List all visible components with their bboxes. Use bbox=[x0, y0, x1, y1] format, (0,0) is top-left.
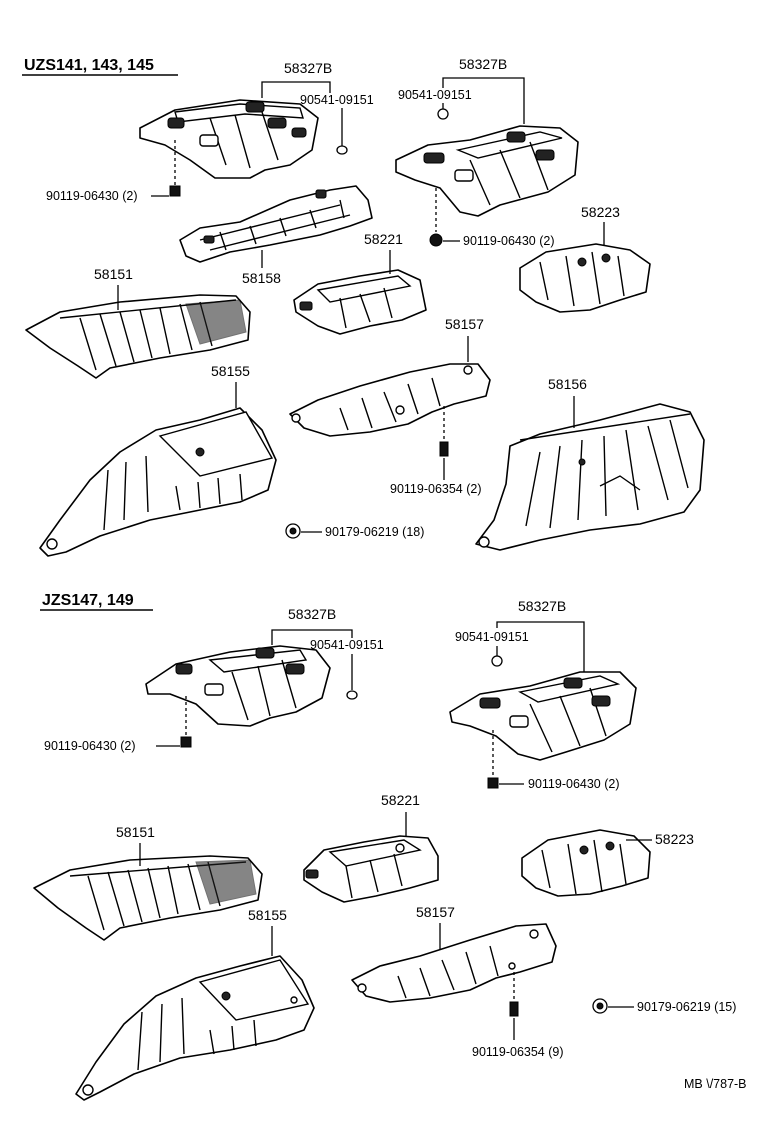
label-58221: 58221 bbox=[381, 792, 420, 808]
part-58327b-left[interactable] bbox=[139, 99, 319, 179]
leader-58327b-left bbox=[271, 629, 353, 645]
part-58327b-left[interactable] bbox=[145, 645, 331, 727]
label-washer-left: 90541-09151 bbox=[300, 93, 374, 107]
washer-icon[interactable] bbox=[346, 690, 358, 700]
part-58158[interactable] bbox=[179, 185, 373, 263]
part-58157[interactable] bbox=[289, 363, 491, 437]
washer-icon[interactable] bbox=[437, 108, 449, 120]
label-58155: 58155 bbox=[248, 907, 287, 923]
bolt-icon[interactable] bbox=[439, 441, 449, 457]
part-58327b-right[interactable] bbox=[395, 125, 579, 217]
label-58156: 58156 bbox=[548, 376, 587, 392]
section-heading-uzs: UZS141, 143, 145 bbox=[24, 57, 154, 74]
washer-icon[interactable] bbox=[491, 655, 503, 667]
label-bolt-left: 90119-06430 (2) bbox=[44, 739, 136, 753]
label-58327b-left: 58327B bbox=[288, 606, 336, 622]
label-nut: 90179-06219 (15) bbox=[637, 1000, 736, 1014]
part-58151[interactable] bbox=[25, 294, 251, 379]
label-bolt-right: 90119-06430 (2) bbox=[528, 777, 620, 791]
part-58223[interactable] bbox=[519, 243, 651, 313]
section-uzs: UZS141, 143, 145 58327B 90541-09151 9011… bbox=[22, 56, 705, 557]
label-58151: 58151 bbox=[116, 824, 155, 840]
leader-58327b-right bbox=[496, 621, 585, 672]
bolt-icon[interactable] bbox=[169, 185, 181, 197]
label-58327b-right: 58327B bbox=[518, 598, 566, 614]
nut-icon[interactable] bbox=[592, 998, 608, 1014]
label-58223: 58223 bbox=[581, 204, 620, 220]
nut-icon[interactable] bbox=[285, 523, 301, 539]
washer-icon[interactable] bbox=[336, 145, 348, 155]
label-washer-left: 90541-09151 bbox=[310, 638, 384, 652]
bolt-icon[interactable] bbox=[429, 233, 443, 247]
part-58155[interactable] bbox=[75, 955, 315, 1101]
label-washer-right: 90541-09151 bbox=[398, 88, 472, 102]
label-58157: 58157 bbox=[416, 904, 455, 920]
label-58221: 58221 bbox=[364, 231, 403, 247]
label-58327b-right: 58327B bbox=[459, 56, 507, 72]
label-bolt-left: 90119-06430 (2) bbox=[46, 189, 138, 203]
part-58157[interactable] bbox=[351, 923, 557, 1003]
section-jzs: JZS147, 149 58327B 90541-09151 90119-064… bbox=[33, 592, 736, 1101]
section-heading-jzs: JZS147, 149 bbox=[42, 592, 134, 609]
label-bolt-58157: 90119-06354 (2) bbox=[390, 482, 482, 496]
bolt-icon[interactable] bbox=[509, 1001, 519, 1017]
label-58158: 58158 bbox=[242, 270, 281, 286]
label-washer-right: 90541-09151 bbox=[455, 630, 529, 644]
label-58155: 58155 bbox=[211, 363, 250, 379]
part-58151[interactable] bbox=[33, 855, 263, 941]
label-58151: 58151 bbox=[94, 266, 133, 282]
footer-code: MB \/787-B bbox=[684, 1077, 747, 1091]
bolt-icon[interactable] bbox=[487, 777, 499, 789]
label-58223: 58223 bbox=[655, 831, 694, 847]
label-bolt-58157: 90119-06354 (9) bbox=[472, 1045, 564, 1059]
leader-58327b-left bbox=[261, 81, 331, 98]
bolt-icon[interactable] bbox=[180, 736, 192, 748]
label-bolt-right: 90119-06430 (2) bbox=[463, 234, 555, 248]
part-58223[interactable] bbox=[521, 829, 651, 897]
part-58327b-right[interactable] bbox=[449, 671, 637, 761]
part-58155[interactable] bbox=[39, 407, 277, 557]
leader-58327b-right bbox=[442, 77, 525, 124]
label-58157: 58157 bbox=[445, 316, 484, 332]
part-58221[interactable] bbox=[303, 835, 439, 903]
part-58221[interactable] bbox=[293, 269, 427, 335]
label-58327b-left: 58327B bbox=[284, 60, 332, 76]
label-nut: 90179-06219 (18) bbox=[325, 525, 424, 539]
part-58156[interactable] bbox=[475, 403, 705, 551]
